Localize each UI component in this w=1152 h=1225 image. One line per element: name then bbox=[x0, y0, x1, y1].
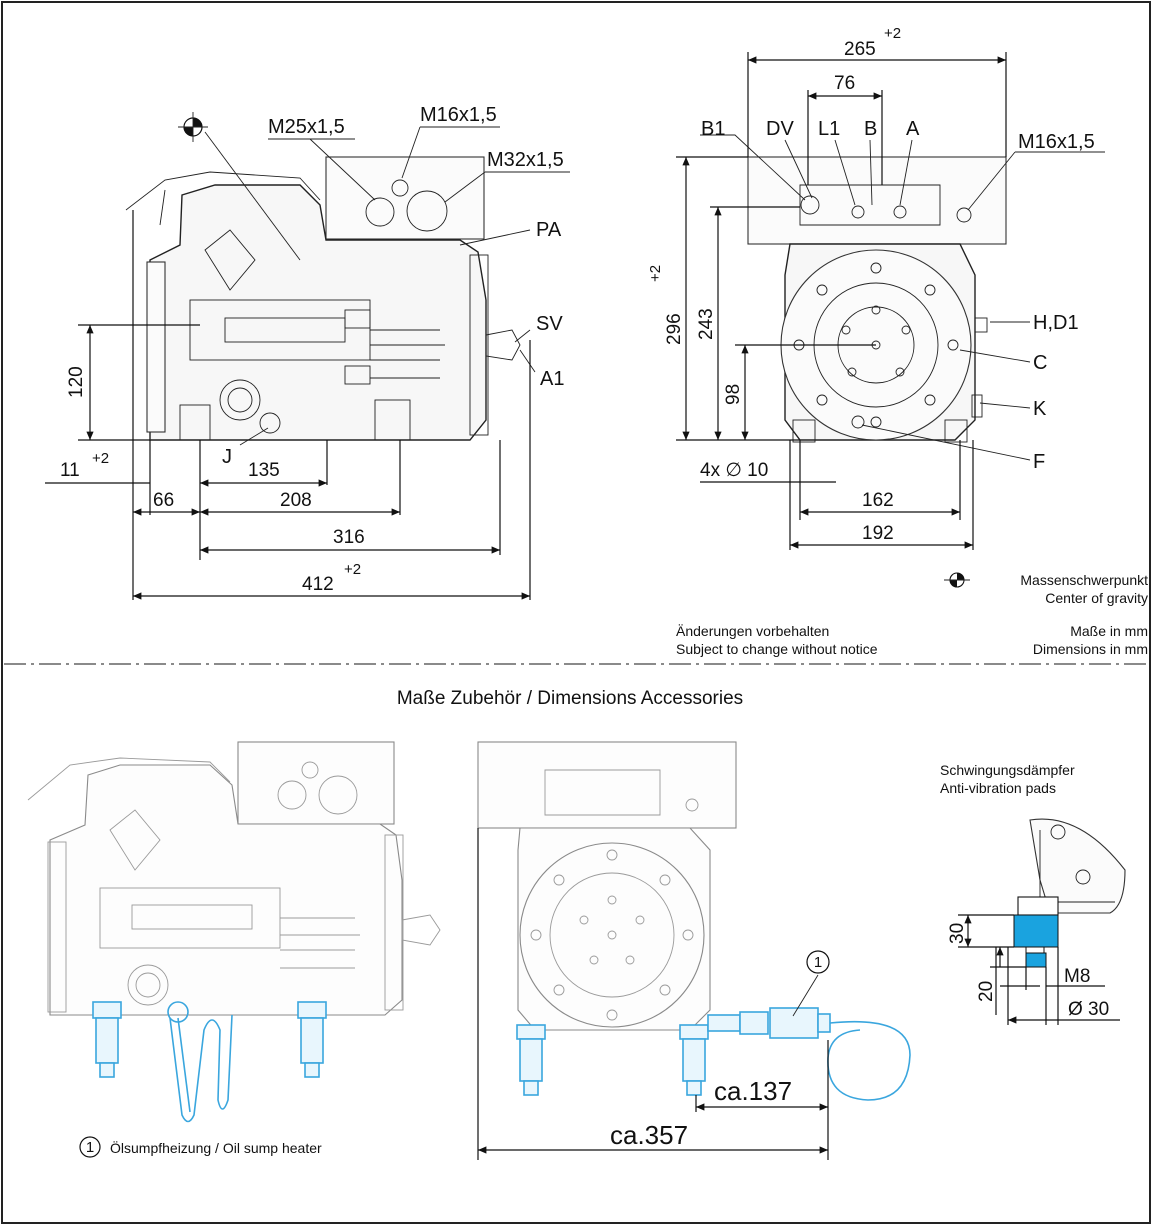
dim-243: 243 bbox=[696, 308, 717, 340]
dim-11: 11 bbox=[60, 460, 80, 481]
label-a: A bbox=[906, 118, 920, 140]
dim-ca137: ca.137 bbox=[714, 1076, 792, 1106]
change-de: Änderungen vorbehalten bbox=[676, 623, 829, 639]
label-m16: M16x1,5 bbox=[420, 104, 497, 126]
dim-316: 316 bbox=[333, 527, 365, 548]
cog-de: Massenschwerpunkt bbox=[1020, 572, 1148, 588]
svg-text:1: 1 bbox=[86, 1139, 94, 1156]
anti-vibration-pad-detail: Schwingungsdämpfer Anti-vibration pads 3… bbox=[940, 762, 1126, 1025]
units-en: Dimensions in mm bbox=[1033, 641, 1148, 657]
cog-en: Center of gravity bbox=[1045, 590, 1148, 606]
accessory-front-view: 1 ca.137 ca.357 bbox=[477, 741, 911, 1160]
dim-20-height: 20 bbox=[976, 981, 997, 1002]
feet-accessory bbox=[92, 1001, 327, 1078]
front-heater bbox=[707, 1007, 911, 1101]
dim-holes: 4x ∅ 10 bbox=[700, 460, 768, 481]
dim-66: 66 bbox=[153, 490, 174, 511]
label-j: J bbox=[222, 446, 232, 468]
compressor-front-view: B1 DV L1 B A M16x1,5 H,D1 C K F 265 +2 7… bbox=[647, 25, 1105, 550]
dim-208: 208 bbox=[280, 490, 312, 511]
heater-legend-marker: 1 bbox=[79, 1136, 101, 1158]
label-m25: M25x1,5 bbox=[268, 116, 345, 138]
svg-text:1: 1 bbox=[814, 954, 822, 971]
dim-412: 412 bbox=[302, 574, 334, 595]
dim-296: 296 bbox=[664, 313, 685, 345]
accessories-heading: Maße Zubehör / Dimensions Accessories bbox=[397, 688, 743, 709]
oil-sump-heater bbox=[167, 1001, 233, 1123]
label-hd1: H,D1 bbox=[1033, 312, 1079, 334]
dim-ca357: ca.357 bbox=[610, 1120, 688, 1150]
label-dv: DV bbox=[766, 118, 794, 140]
dim-265-tolerance: +2 bbox=[884, 25, 901, 42]
dim-135: 135 bbox=[248, 460, 280, 481]
label-sv: SV bbox=[536, 313, 563, 335]
label-f: F bbox=[1033, 451, 1045, 473]
label-l1: L1 bbox=[818, 118, 840, 140]
dim-162: 162 bbox=[862, 490, 894, 511]
dim-296-tolerance: +2 bbox=[647, 265, 664, 282]
front-feet-accessory bbox=[516, 1024, 709, 1096]
damper-rubber bbox=[1013, 914, 1059, 948]
dim-dia-30: Ø 30 bbox=[1068, 999, 1109, 1020]
dim-m8: M8 bbox=[1064, 966, 1090, 987]
accessory-side-view: 1 Ölsumpfheizung / Oil sump heater bbox=[27, 741, 441, 1158]
dim-76: 76 bbox=[834, 73, 855, 94]
units-de: Maße in mm bbox=[1070, 623, 1148, 639]
dim-11-tolerance: +2 bbox=[92, 450, 109, 467]
center-of-gravity-legend-icon bbox=[944, 572, 970, 588]
pads-de: Schwingungsdämpfer bbox=[940, 762, 1075, 778]
center-of-gravity-icon bbox=[178, 112, 208, 142]
oil-heater-label: Ölsumpfheizung / Oil sump heater bbox=[110, 1139, 322, 1156]
dim-192: 192 bbox=[862, 523, 894, 544]
label-pa: PA bbox=[536, 219, 562, 241]
label-m16-right: M16x1,5 bbox=[1018, 131, 1095, 153]
dim-265: 265 bbox=[844, 39, 876, 60]
pads-en: Anti-vibration pads bbox=[940, 780, 1056, 796]
compressor-side-view: M25x1,5 M16x1,5 M32x1,5 PA SV A1 J 120 1… bbox=[45, 104, 570, 600]
label-b1: B1 bbox=[701, 118, 725, 140]
heater-callout-marker: 1 bbox=[806, 950, 830, 974]
label-m32: M32x1,5 bbox=[487, 149, 564, 171]
change-en: Subject to change without notice bbox=[676, 641, 878, 657]
dim-98: 98 bbox=[723, 384, 744, 405]
label-b: B bbox=[864, 118, 877, 140]
dim-412-tolerance: +2 bbox=[344, 561, 361, 578]
dim-120: 120 bbox=[66, 366, 87, 398]
label-a1: A1 bbox=[540, 368, 564, 390]
legend: Massenschwerpunkt Center of gravity Ände… bbox=[676, 572, 1148, 657]
label-c: C bbox=[1033, 352, 1047, 374]
label-k: K bbox=[1033, 398, 1047, 420]
dim-30-height: 30 bbox=[947, 923, 968, 944]
